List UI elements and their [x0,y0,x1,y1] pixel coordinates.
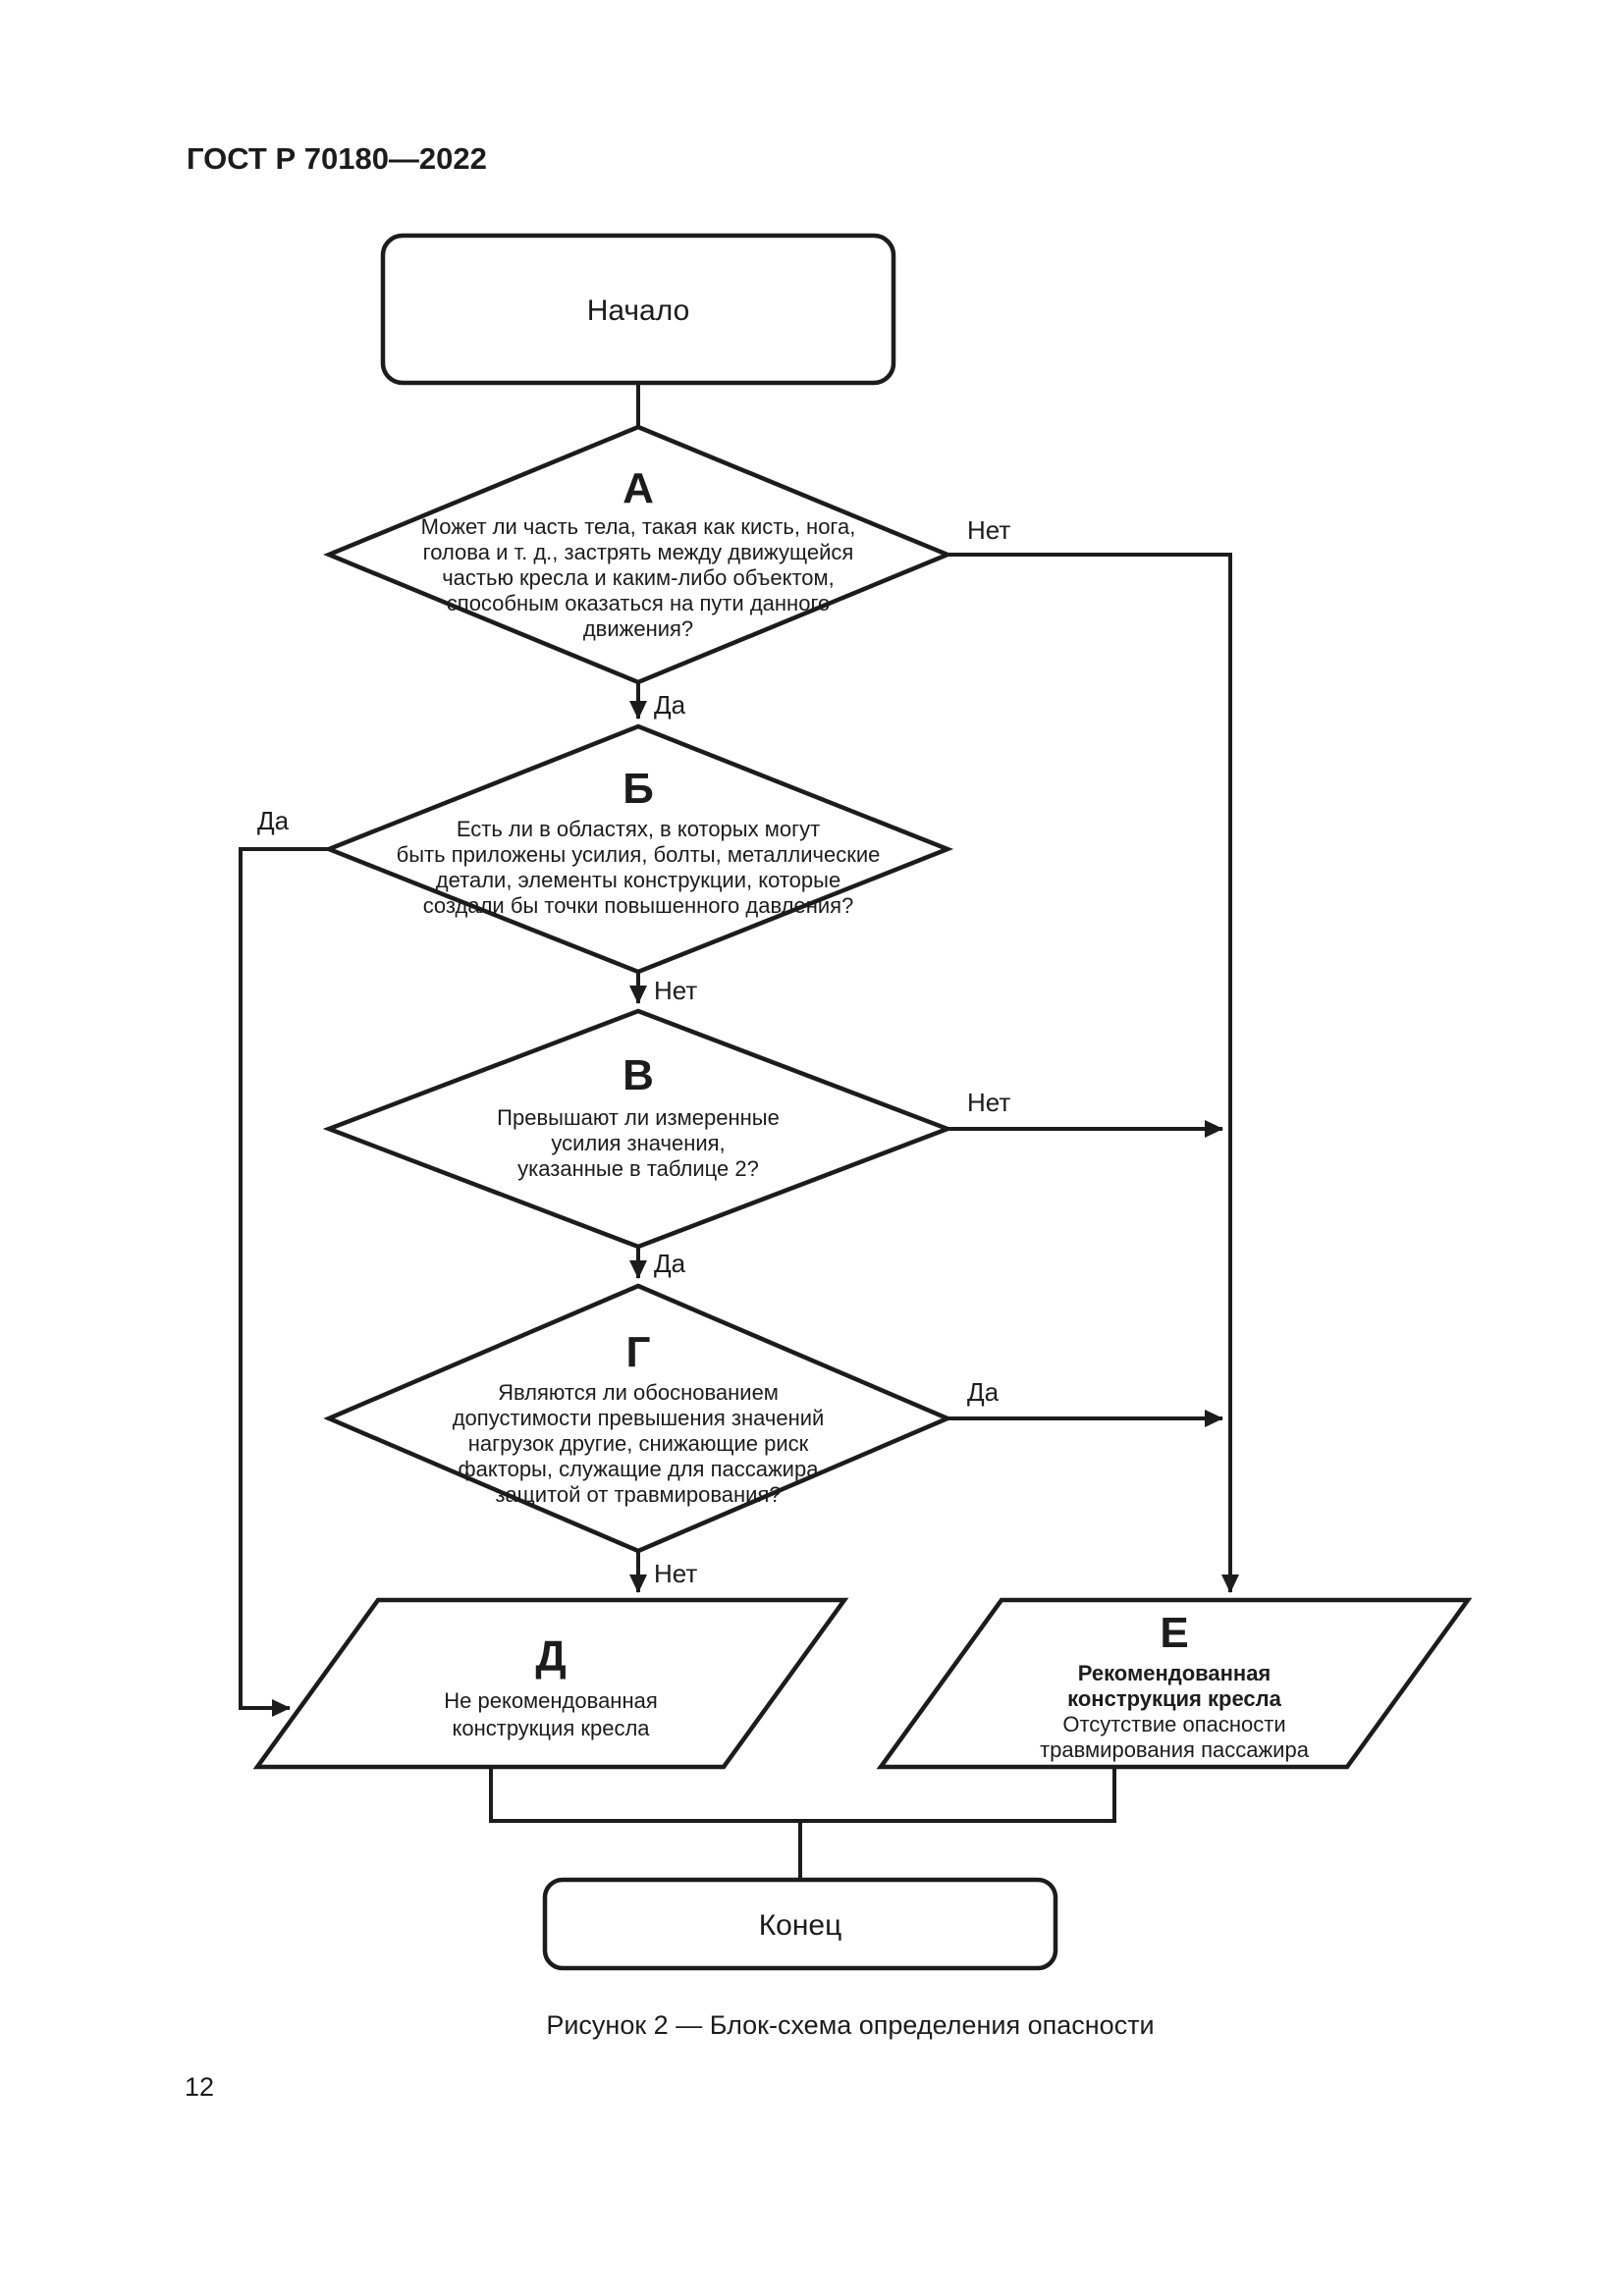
end-node-label: Конец [759,1909,842,1942]
output-e-bold-line: конструкция кресла [1067,1686,1281,1711]
output-e-bold-line: Рекомендованная [1078,1661,1272,1685]
label-a-no: Нет [967,515,1010,545]
start-node-shape [380,233,896,386]
decision-b: Б Есть ли в областях, в которых могут бы… [322,723,954,975]
output-d-text-line: Не рекомендованная [444,1688,658,1713]
label-v-no: Нет [967,1088,1010,1117]
figure-caption: Рисунок 2 — Блок-схема определения опасн… [546,2010,1154,2040]
output-d-letter: Д [535,1632,566,1681]
decision-b-text-line: детали, элементы конструкции, которые [436,868,840,892]
decision-b-shape [322,723,954,975]
decision-v-text-line: указанные в таблице 2? [517,1156,759,1181]
decision-g: Г Являются ли обоснованием допустимости … [323,1283,953,1554]
decision-g-text-line: нагрузок другие, снижающие риск [468,1431,809,1456]
decision-v-shape [322,1008,954,1250]
edge-labels: Нет Да Да Нет Нет Да Да Нет [257,515,1010,1588]
decision-a-text-line: голова и т. д., застрять между движущейс… [423,540,854,564]
decision-v-text-line: усилия значения, [551,1131,725,1155]
decision-g-text-line: допустимости превышения значений [453,1406,825,1430]
start-node: Начало [380,233,896,386]
output-e-text-line: Отсутствие опасности [1062,1712,1285,1736]
decision-a-text-line: движения? [583,616,693,641]
decision-g-text-line: Являются ли обоснованием [498,1380,779,1405]
decision-g-text-line: факторы, служащие для пассажира [459,1457,820,1481]
decision-a-text-line: частью кресла и каким-либо объектом, [442,565,835,590]
decision-v-text-line: Превышают ли измеренные [497,1105,780,1130]
decision-b-text-line: Есть ли в областях, в которых могут [457,817,820,841]
end-node: Конец [542,1877,1058,1971]
decision-g-letter: Г [626,1328,651,1376]
output-e-letter: Е [1160,1609,1188,1657]
output-e-shape [876,1597,1473,1770]
decision-b-text-line: создали бы точки повышенного давления? [423,893,854,918]
edge-a-no-rail [947,553,1239,1593]
decision-a-text-line: Может ли часть тела, такая как кисть, но… [421,514,856,539]
label-a-yes: Да [654,690,686,720]
decision-g-text-line: защитой от травмирования? [495,1482,781,1507]
label-v-yes: Да [654,1249,686,1278]
decision-b-letter: Б [623,765,654,813]
end-node-shape [542,1877,1058,1971]
output-d: Д Не рекомендованная конструкция кресла [252,1597,849,1770]
label-g-no: Нет [654,1559,697,1588]
decision-a-shape [323,424,953,685]
page-number: 12 [185,2072,214,2102]
decision-a-letter: А [623,464,654,512]
document-header: ГОСТ Р 70180—2022 [187,141,487,176]
output-e-text-line: травмирования пассажира [1040,1737,1310,1762]
label-b-yes: Да [257,806,290,835]
output-e: Е Рекомендованная конструкция кресла Отс… [876,1597,1473,1770]
decision-g-shape [323,1283,953,1554]
edge-b-yes-rail [239,847,329,1717]
decision-b-text-line: быть приложены усилия, болты, металличес… [397,842,881,867]
label-b-no: Нет [654,976,697,1005]
output-d-shape [252,1597,849,1770]
edge-merge-bar [489,1767,1116,1823]
decision-a-text-line: способным оказаться на пути данного [447,591,830,615]
label-g-yes: Да [967,1377,1000,1407]
flowchart-connectors [239,383,1239,1880]
decision-v-letter: В [623,1051,654,1099]
decision-a: А Может ли часть тела, такая как кисть, … [323,424,953,685]
start-node-label: Начало [587,294,690,327]
output-d-text-line: конструкция кресла [452,1716,650,1740]
decision-v: В Превышают ли измеренные усилия значени… [322,1008,954,1250]
